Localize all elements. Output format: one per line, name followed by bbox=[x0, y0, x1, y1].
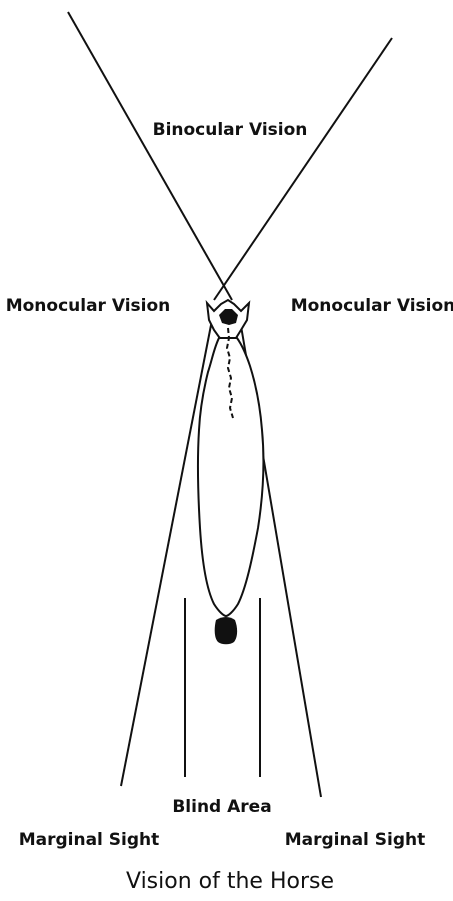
label-binocular-vision: Binocular Vision bbox=[153, 120, 308, 140]
binocular-sightline-right bbox=[214, 38, 392, 300]
horse-tail bbox=[215, 617, 237, 644]
label-monocular-vision-right: Monocular Vision bbox=[291, 296, 453, 316]
horse-top-view bbox=[198, 300, 263, 644]
binocular-sightline-left bbox=[68, 12, 232, 300]
label-marginal-sight-left: Marginal Sight bbox=[19, 830, 160, 850]
horse-body bbox=[198, 338, 263, 616]
label-marginal-sight-right: Marginal Sight bbox=[285, 830, 426, 850]
label-blind-area: Blind Area bbox=[172, 797, 271, 817]
label-monocular-vision-left: Monocular Vision bbox=[6, 296, 171, 316]
marginal-sightline-left bbox=[121, 320, 212, 786]
figure-caption: Vision of the Horse bbox=[126, 869, 334, 894]
